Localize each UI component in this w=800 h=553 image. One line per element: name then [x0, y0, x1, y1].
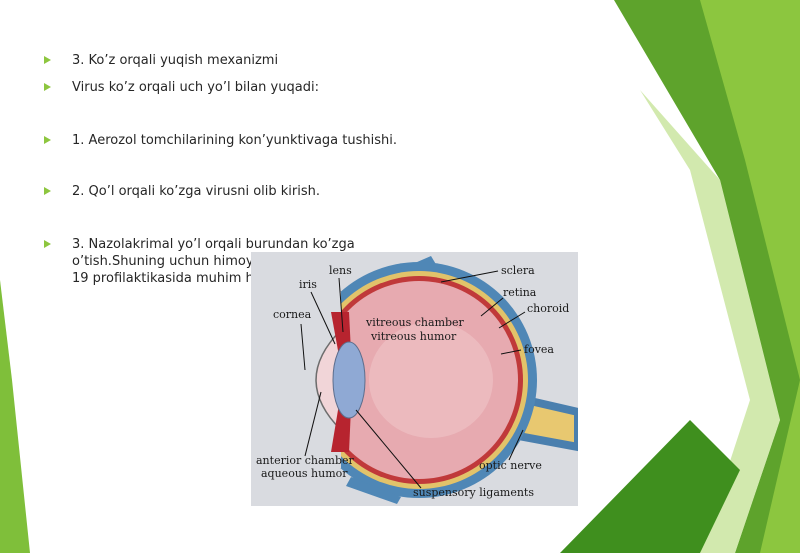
bullet-text: o’tish.Shuning uchun himoya [72, 254, 262, 269]
label-cornea: cornea [273, 308, 312, 321]
green-stripe-right-light [700, 0, 800, 553]
label-anterior-chamber: anterior chamber [256, 454, 355, 467]
green-stripe-bottom [560, 420, 740, 553]
bullet-arrow-icon [44, 240, 51, 248]
lens-shape [332, 341, 366, 419]
bullet-arrow-icon [44, 56, 51, 64]
green-stripe-left [0, 280, 30, 553]
bullet-text: 3. Nazolakrimal yo’l orqali burundan ko’… [72, 237, 355, 252]
label-lens: lens [329, 264, 352, 277]
leader-anterior-chamber [304, 391, 322, 457]
bullet-text: 2. Qo’l orqali ko’zga virusni olib kiris… [72, 184, 321, 199]
bullet-arrow-icon [44, 83, 51, 91]
leader-lines [300, 270, 526, 489]
leader-suspensory-ligaments [355, 409, 422, 489]
label-iris: iris [299, 278, 317, 291]
leader-lens [338, 277, 344, 333]
label-suspensory-ligaments: suspensory ligaments [413, 486, 534, 499]
bullet-text: 3. Ko’z orqali yuqish mexanizmi [72, 53, 279, 68]
bullet-arrow-icon [44, 136, 51, 144]
bullet-arrow-icon [44, 187, 51, 195]
eye-anatomy-diagram: sclera lens iris retina choroid cornea v… [251, 252, 578, 506]
bullet-text: 19 profilaktikasida muhim his [72, 271, 265, 286]
label-optic-nerve: optic nerve [479, 459, 542, 472]
leader-choroid [498, 311, 526, 329]
label-aqueous-humor: aqueous humor [261, 467, 348, 480]
leader-optic-nerve [508, 429, 524, 461]
leader-retina [480, 297, 504, 317]
leader-cornea [300, 323, 306, 371]
green-stripe-right-pale [640, 90, 780, 553]
vitreous-highlight [369, 322, 493, 438]
label-fovea: fovea [524, 343, 554, 356]
label-vitreous-humor: vitreous humor [370, 330, 457, 343]
label-choroid: choroid [527, 302, 569, 315]
label-retina: retina [503, 286, 537, 299]
leader-fovea [500, 349, 522, 355]
sclera-bottom-flap [346, 477, 401, 504]
bullet-text: Virus ko’z orqali uch yo’l bilan yuqadi: [72, 80, 319, 95]
cornea-shape [315, 329, 342, 431]
label-sclera: sclera [501, 264, 535, 277]
leader-sclera [440, 270, 499, 283]
bullet-text: 1. Aerozol tomchilarining kon’yunktivaga… [72, 133, 397, 148]
leader-iris [310, 291, 336, 345]
label-vitreous-chamber: vitreous chamber [365, 316, 465, 329]
